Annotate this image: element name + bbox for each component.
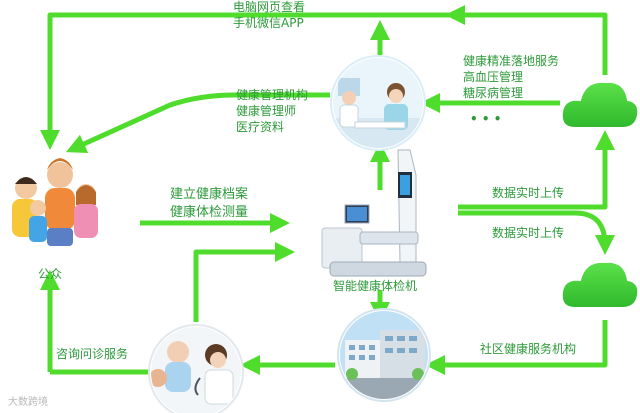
precision-line-2: 高血压管理 [463,70,523,85]
doctor-office-icon [331,56,425,150]
health-mgmt-line-2: 健康管理师 [236,104,296,119]
archive-line-1: 建立健康档案 [170,186,248,203]
top-access-line-1: 电脑网页查看 [233,0,305,15]
family-icon [12,158,98,246]
community-label: 社区健康服务机构 [480,342,576,357]
cloud-icon [562,262,639,308]
health-kiosk-icon [322,150,426,276]
health-mgmt-line-3: 医疗资料 [236,120,284,135]
cloud-icon [562,82,639,128]
precision-line-1: 健康精准落地服务 [463,54,559,69]
upload-label-1: 数据实时上传 [492,186,564,201]
top-access-line-2: 手机微信APP [233,16,304,31]
device-label: 智能健康体检机 [333,279,417,294]
archive-line-2: 健康体检测量 [170,204,248,221]
hospital-building-icon [338,309,430,402]
consult-label: 咨询问诊服务 [56,347,128,362]
arrow-consult-to-device [196,252,285,322]
public-label: 公众 [38,267,62,282]
precision-line-3: 糖尿病管理 [463,86,523,101]
upload-label-2: 数据实时上传 [492,226,564,241]
consultation-icon [149,325,243,413]
watermark: 大数跨境 [8,393,48,408]
precision-ellipsis: • • • [470,112,501,127]
health-mgmt-line-1: 健康管理机构 [236,88,308,103]
